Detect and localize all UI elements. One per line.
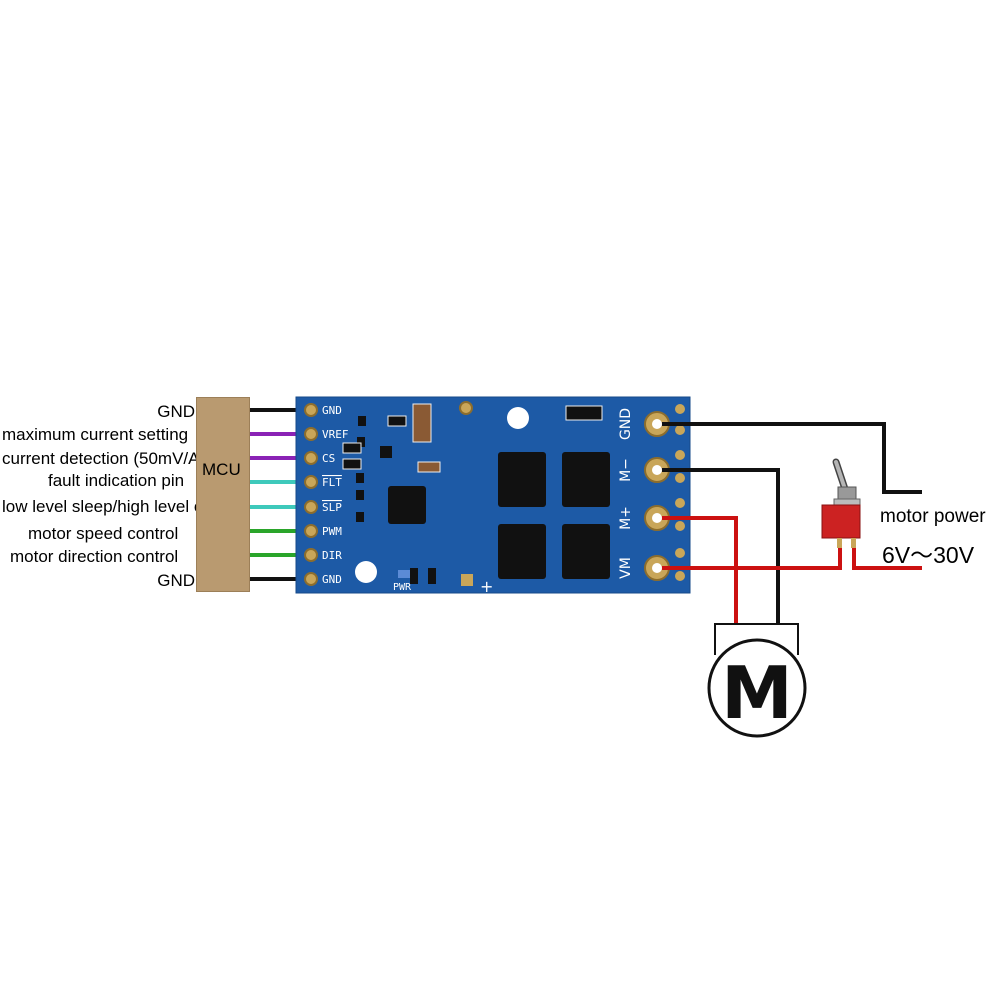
silk-pwm: PWM [322,525,342,538]
wire-gnd-power [662,422,922,494]
wire-vm-supply [852,545,922,570]
test-pad-bottom [461,574,473,586]
mcu-label: MCU [202,460,241,479]
power-label: motor power [880,506,986,527]
silk-plus: + [480,577,493,596]
terminal-silkscreen: GND M− M+ VM [618,408,634,579]
silk-term-gnd: GND [618,408,634,440]
pin-label-flt: fault indication pin [48,471,185,490]
motor: M [707,623,807,738]
wire-m-plus [662,516,738,628]
mount-hole-bottom [355,561,377,583]
silk-slp: SLP [322,501,342,514]
silk-pwr: PWR [393,582,412,593]
motor-letter: M [721,651,793,735]
pin-silkscreen: GND VREF CS FLT SLP PWM DIR GND [322,404,349,586]
smd-components [342,403,603,584]
silk-gnd-bottom: GND [322,573,342,586]
voltage-label: 6V～30V [882,542,975,568]
mcu-block [196,397,250,592]
silk-vref: VREF [322,428,349,441]
mount-hole-top [507,407,529,429]
power-wires [662,422,922,628]
silk-term-mminus: M− [618,458,634,482]
pin-label-cs: current detection (50mV/A) [2,449,206,468]
silk-flt: FLT [322,476,342,489]
toggle-switch [821,458,861,548]
terminal-pads [644,404,685,581]
silk-cs: CS [322,452,335,465]
pin-label-dir: motor direction control [10,547,179,566]
mosfets [498,452,610,579]
pin-label-gnd-bottom: GND [157,571,195,590]
pin-label-slp: low level sleep/high level enable [2,497,245,516]
header-pads [304,403,318,586]
silk-dir: DIR [322,549,342,562]
silk-gnd-top: GND [322,404,342,417]
silk-term-vm: VM [618,557,634,579]
test-pad-top [459,401,473,415]
pin-label-pwm: motor speed control [28,524,179,543]
wire-vm [662,545,842,570]
silk-term-mplus: M+ [618,506,634,530]
pin-label-gnd-top: GND [157,402,195,421]
wire-m-minus [662,468,780,628]
pin-label-vref: maximum current setting [2,425,189,444]
